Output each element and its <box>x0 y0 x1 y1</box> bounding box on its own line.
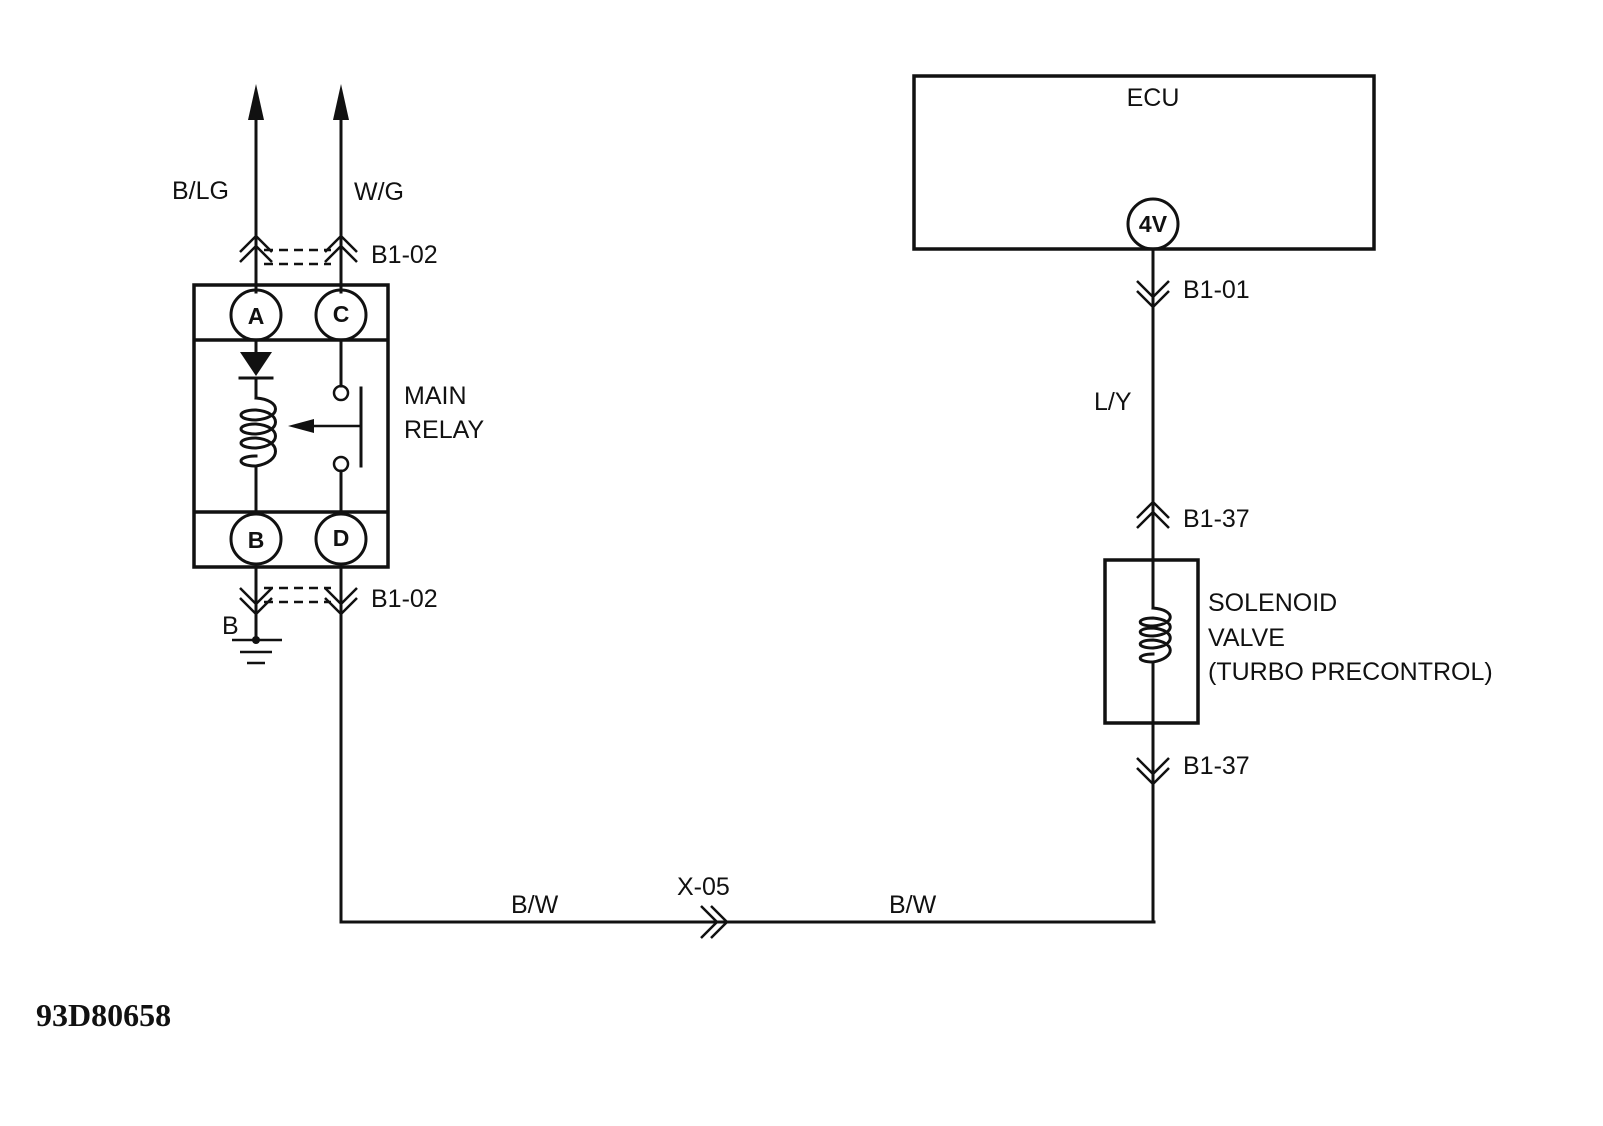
relay-label-line2: RELAY <box>404 416 484 444</box>
connector-label-solenoid-top: B1-37 <box>1183 505 1250 533</box>
connector-chevron-icon <box>239 587 273 616</box>
arrow-up-icon <box>248 84 264 120</box>
arrow-left-icon <box>288 419 314 433</box>
diode-icon <box>240 352 272 376</box>
connector-label-solenoid-bottom: B1-37 <box>1183 752 1250 780</box>
relay-outline <box>192 283 390 569</box>
connector-chevron-icon <box>1136 757 1170 786</box>
terminal-label-b: B <box>248 527 265 553</box>
connector-link-dashes <box>264 586 331 604</box>
connector-chevron-icon <box>324 587 358 616</box>
connector-relay-bottom <box>239 586 358 616</box>
connector-chevron-icon <box>239 234 273 263</box>
ecu-label: ECU <box>1127 84 1180 112</box>
arrow-up-icon <box>333 84 349 120</box>
connector-splice <box>700 905 729 939</box>
wire-label-b-lg: B/LG <box>172 177 229 205</box>
switch-contact-bottom <box>332 455 350 473</box>
wire-label-l-y: L/Y <box>1094 388 1132 416</box>
terminal-b <box>229 512 283 566</box>
connector-link-dashes <box>264 248 331 266</box>
main-relay: A C B D <box>192 283 390 569</box>
ecu-outline <box>912 74 1376 251</box>
relay-coil-icon <box>239 396 277 468</box>
wire-label-w-g: W/G <box>354 178 404 206</box>
connector-chevron-icon <box>324 234 358 263</box>
terminal-label-c: C <box>333 301 350 327</box>
terminal-label-a: A <box>248 303 265 329</box>
connector-label-ecu: B1-01 <box>1183 276 1250 304</box>
connector-relay-top <box>239 234 358 266</box>
ground-icon <box>232 636 282 665</box>
figure-id: 93D80658 <box>36 997 171 1033</box>
connector-label-relay-bottom: B1-02 <box>371 585 438 613</box>
ecu-terminal-label: 4V <box>1139 211 1168 237</box>
connector-chevron-icon <box>1136 500 1170 529</box>
solenoid-label-line2: VALVE <box>1208 624 1285 652</box>
terminal-label-d: D <box>333 525 350 551</box>
relay-supply-wires <box>248 84 349 294</box>
terminal-d <box>314 512 368 566</box>
solenoid-label-line1: SOLENOID <box>1208 589 1337 617</box>
connector-label-relay-top: B1-02 <box>371 241 438 269</box>
relay-label-line1: MAIN <box>404 382 467 410</box>
switch-contact-top <box>332 384 350 402</box>
wire-label-b-w-right: B/W <box>889 891 937 919</box>
solenoid-coil-icon <box>1138 606 1172 664</box>
solenoid-valve <box>1103 558 1200 725</box>
solenoid-label-line3: (TURBO PRECONTROL) <box>1208 658 1493 686</box>
connector-chevron-icon <box>1136 280 1170 309</box>
connector-chevron-icon <box>700 905 729 939</box>
connector-label-splice: X-05 <box>677 873 730 901</box>
wire-label-ground: B <box>222 612 239 640</box>
wire-label-b-w-left: B/W <box>511 891 559 919</box>
